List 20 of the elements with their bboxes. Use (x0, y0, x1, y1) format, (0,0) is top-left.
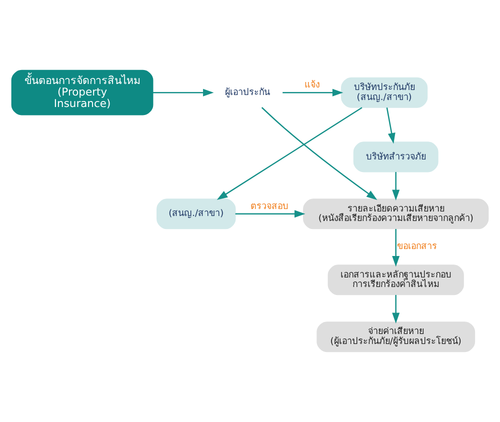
arrow (235, 210, 306, 218)
arrow (392, 172, 400, 201)
arrow (216, 107, 362, 200)
node-box: บริษัทสำรวจภัย (353, 142, 438, 172)
node-box: ขั้นตอนการจัดการสินไหม (Property Insurance) (11, 70, 154, 116)
edge-label: ตรวจสอบ (250, 202, 288, 212)
arrow (386, 108, 396, 144)
arrow (152, 88, 214, 96)
arrow (392, 294, 400, 324)
edge-label: ขอเอกสาร (396, 242, 437, 252)
arrow (261, 107, 378, 200)
node-box: (สนญ./สาขา) (156, 198, 236, 230)
arrow (392, 229, 400, 267)
edge-label: แจ้ง (304, 80, 320, 90)
arrow (282, 88, 344, 96)
node-box: บริษัทประกันภัย (สนญ./สาขา) (340, 77, 428, 108)
node-box: เอกสารและหลักฐานประกอบ การเรียกร้องค่าสินไหม (328, 264, 464, 296)
node-text: ผู้เอาประกัน (224, 88, 270, 98)
node-box: จ่ายค่าเสียหาย (ผู้เอาประกันภัย/ผู้รับผลประโยชน์) (316, 322, 476, 352)
node-box: รายละเอียดความเสียหาย (หนังสือเรียกร้องความเสียหายจากลูกค้า) (303, 198, 489, 230)
